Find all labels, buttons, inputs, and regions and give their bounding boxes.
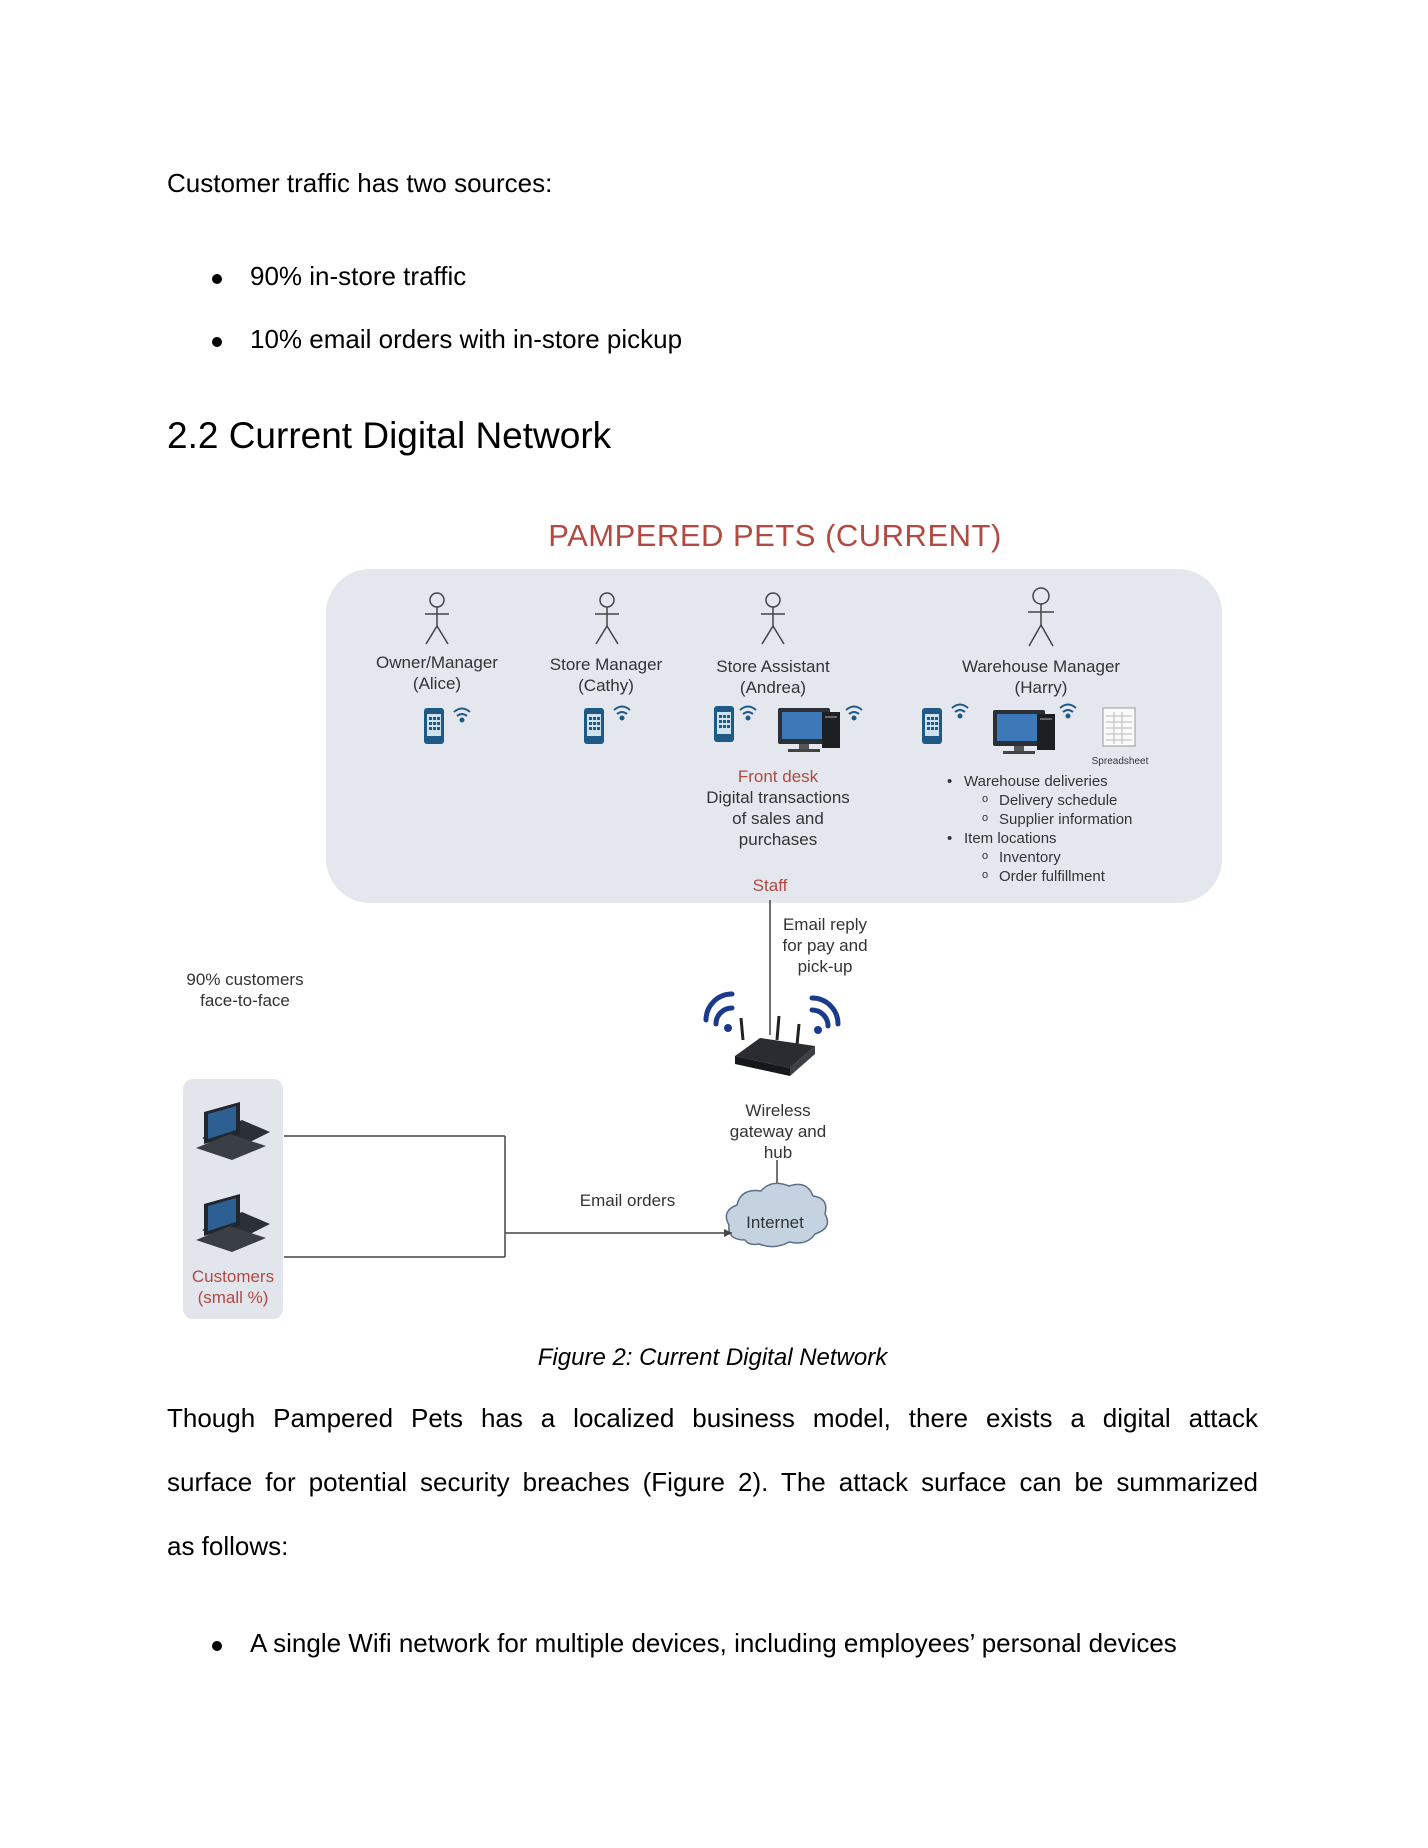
customers-label-line: (small %)	[197, 1288, 269, 1307]
role-warehouse-manager: Warehouse Manager (Harry)	[946, 656, 1136, 698]
bullet-item: A single Wifi network for multiple devic…	[250, 1628, 1177, 1658]
task-subitem: Inventory	[947, 847, 1132, 867]
phone-icon	[584, 708, 604, 744]
front-desk-desc-line: purchases	[738, 830, 818, 849]
bullet-dot	[212, 1641, 222, 1651]
customers-f2f-line: 90% customers	[186, 970, 304, 989]
front-desk-desc-line: Digital transactions	[706, 788, 850, 807]
role-store-assistant: Store Assistant (Andrea)	[703, 656, 843, 698]
intro-text: Customer traffic has two sources:	[167, 168, 553, 198]
role-title: Owner/Manager	[376, 653, 498, 672]
person-icon	[595, 592, 619, 645]
role-store-manager: Store Manager (Cathy)	[536, 654, 676, 696]
bullet-dot	[212, 337, 222, 347]
customer-computer-icon	[196, 1194, 270, 1252]
internet-label: Internet	[746, 1213, 804, 1232]
bullet-item: 10% email orders with in-store pickup	[250, 324, 683, 354]
section-heading: 2.2 Current Digital Network	[167, 415, 612, 456]
wifi-icon	[453, 707, 471, 723]
paragraph-line: surface for potential security breaches …	[167, 1467, 1258, 1497]
diagram-title: PAMPERED PETS (CURRENT)	[548, 518, 1002, 553]
front-desk-desc-line: of sales and	[732, 809, 824, 828]
role-owner-manager: Owner/Manager (Alice)	[367, 652, 507, 694]
phone-icon	[424, 708, 444, 744]
person-icon	[425, 592, 449, 645]
warehouse-task-list: Warehouse deliveries Delivery schedule S…	[947, 772, 1132, 886]
task-subitem: Supplier information	[947, 809, 1132, 829]
router-icon	[735, 1015, 815, 1076]
wifi-icon	[613, 705, 631, 721]
person-icon	[761, 592, 785, 645]
spreadsheet-label: Spreadsheet	[1091, 756, 1149, 767]
bullet-dot	[212, 274, 222, 284]
gateway-label-line: gateway and	[729, 1122, 827, 1141]
email-reply-line: for pay and	[782, 936, 868, 955]
person-icon	[1028, 587, 1054, 647]
role-person: (Alice)	[412, 674, 462, 693]
task-item: Item locations	[947, 829, 1132, 848]
front-desk-label: Front desk	[737, 767, 819, 786]
desktop-computer-icon	[778, 708, 840, 752]
email-orders-label: Email orders	[579, 1191, 676, 1210]
figure-caption: Figure 2: Current Digital Network	[537, 1344, 888, 1371]
customers-label-line: Customers	[191, 1267, 275, 1286]
wifi-icon	[739, 705, 757, 721]
role-title: Warehouse Manager	[961, 657, 1121, 676]
paragraph-line: Though Pampered Pets has a localized bus…	[167, 1403, 1258, 1433]
customers-f2f-line: face-to-face	[200, 991, 290, 1010]
role-person: (Cathy)	[578, 676, 634, 695]
customer-computer-icon	[196, 1102, 270, 1160]
wifi-icon	[951, 703, 969, 719]
gateway-label-line: Wireless	[745, 1101, 811, 1120]
phone-icon	[922, 708, 942, 744]
task-subitem: Order fulfillment	[947, 866, 1132, 886]
spreadsheet-icon	[1102, 707, 1136, 747]
role-person: (Harry)	[1014, 678, 1068, 697]
role-person: (Andrea)	[739, 678, 807, 697]
bullet-item: 90% in-store traffic	[250, 261, 467, 291]
email-reply-line: pick-up	[797, 957, 853, 976]
phone-icon	[714, 706, 734, 742]
desktop-computer-icon	[993, 710, 1055, 754]
cloud-icon	[725, 1182, 829, 1248]
wifi-icon	[1059, 703, 1077, 719]
wifi-icon	[845, 705, 863, 721]
task-item: Warehouse deliveries	[947, 772, 1132, 791]
staff-label: Staff	[752, 876, 788, 895]
role-title: Store Manager	[549, 655, 663, 674]
wifi-signal-icon	[703, 991, 841, 1029]
task-subitem: Delivery schedule	[947, 790, 1132, 810]
role-title: Store Assistant	[716, 657, 830, 676]
paragraph-line: as follows:	[167, 1531, 289, 1561]
email-reply-line: Email reply	[782, 915, 868, 934]
gateway-label-line: hub	[763, 1143, 793, 1162]
